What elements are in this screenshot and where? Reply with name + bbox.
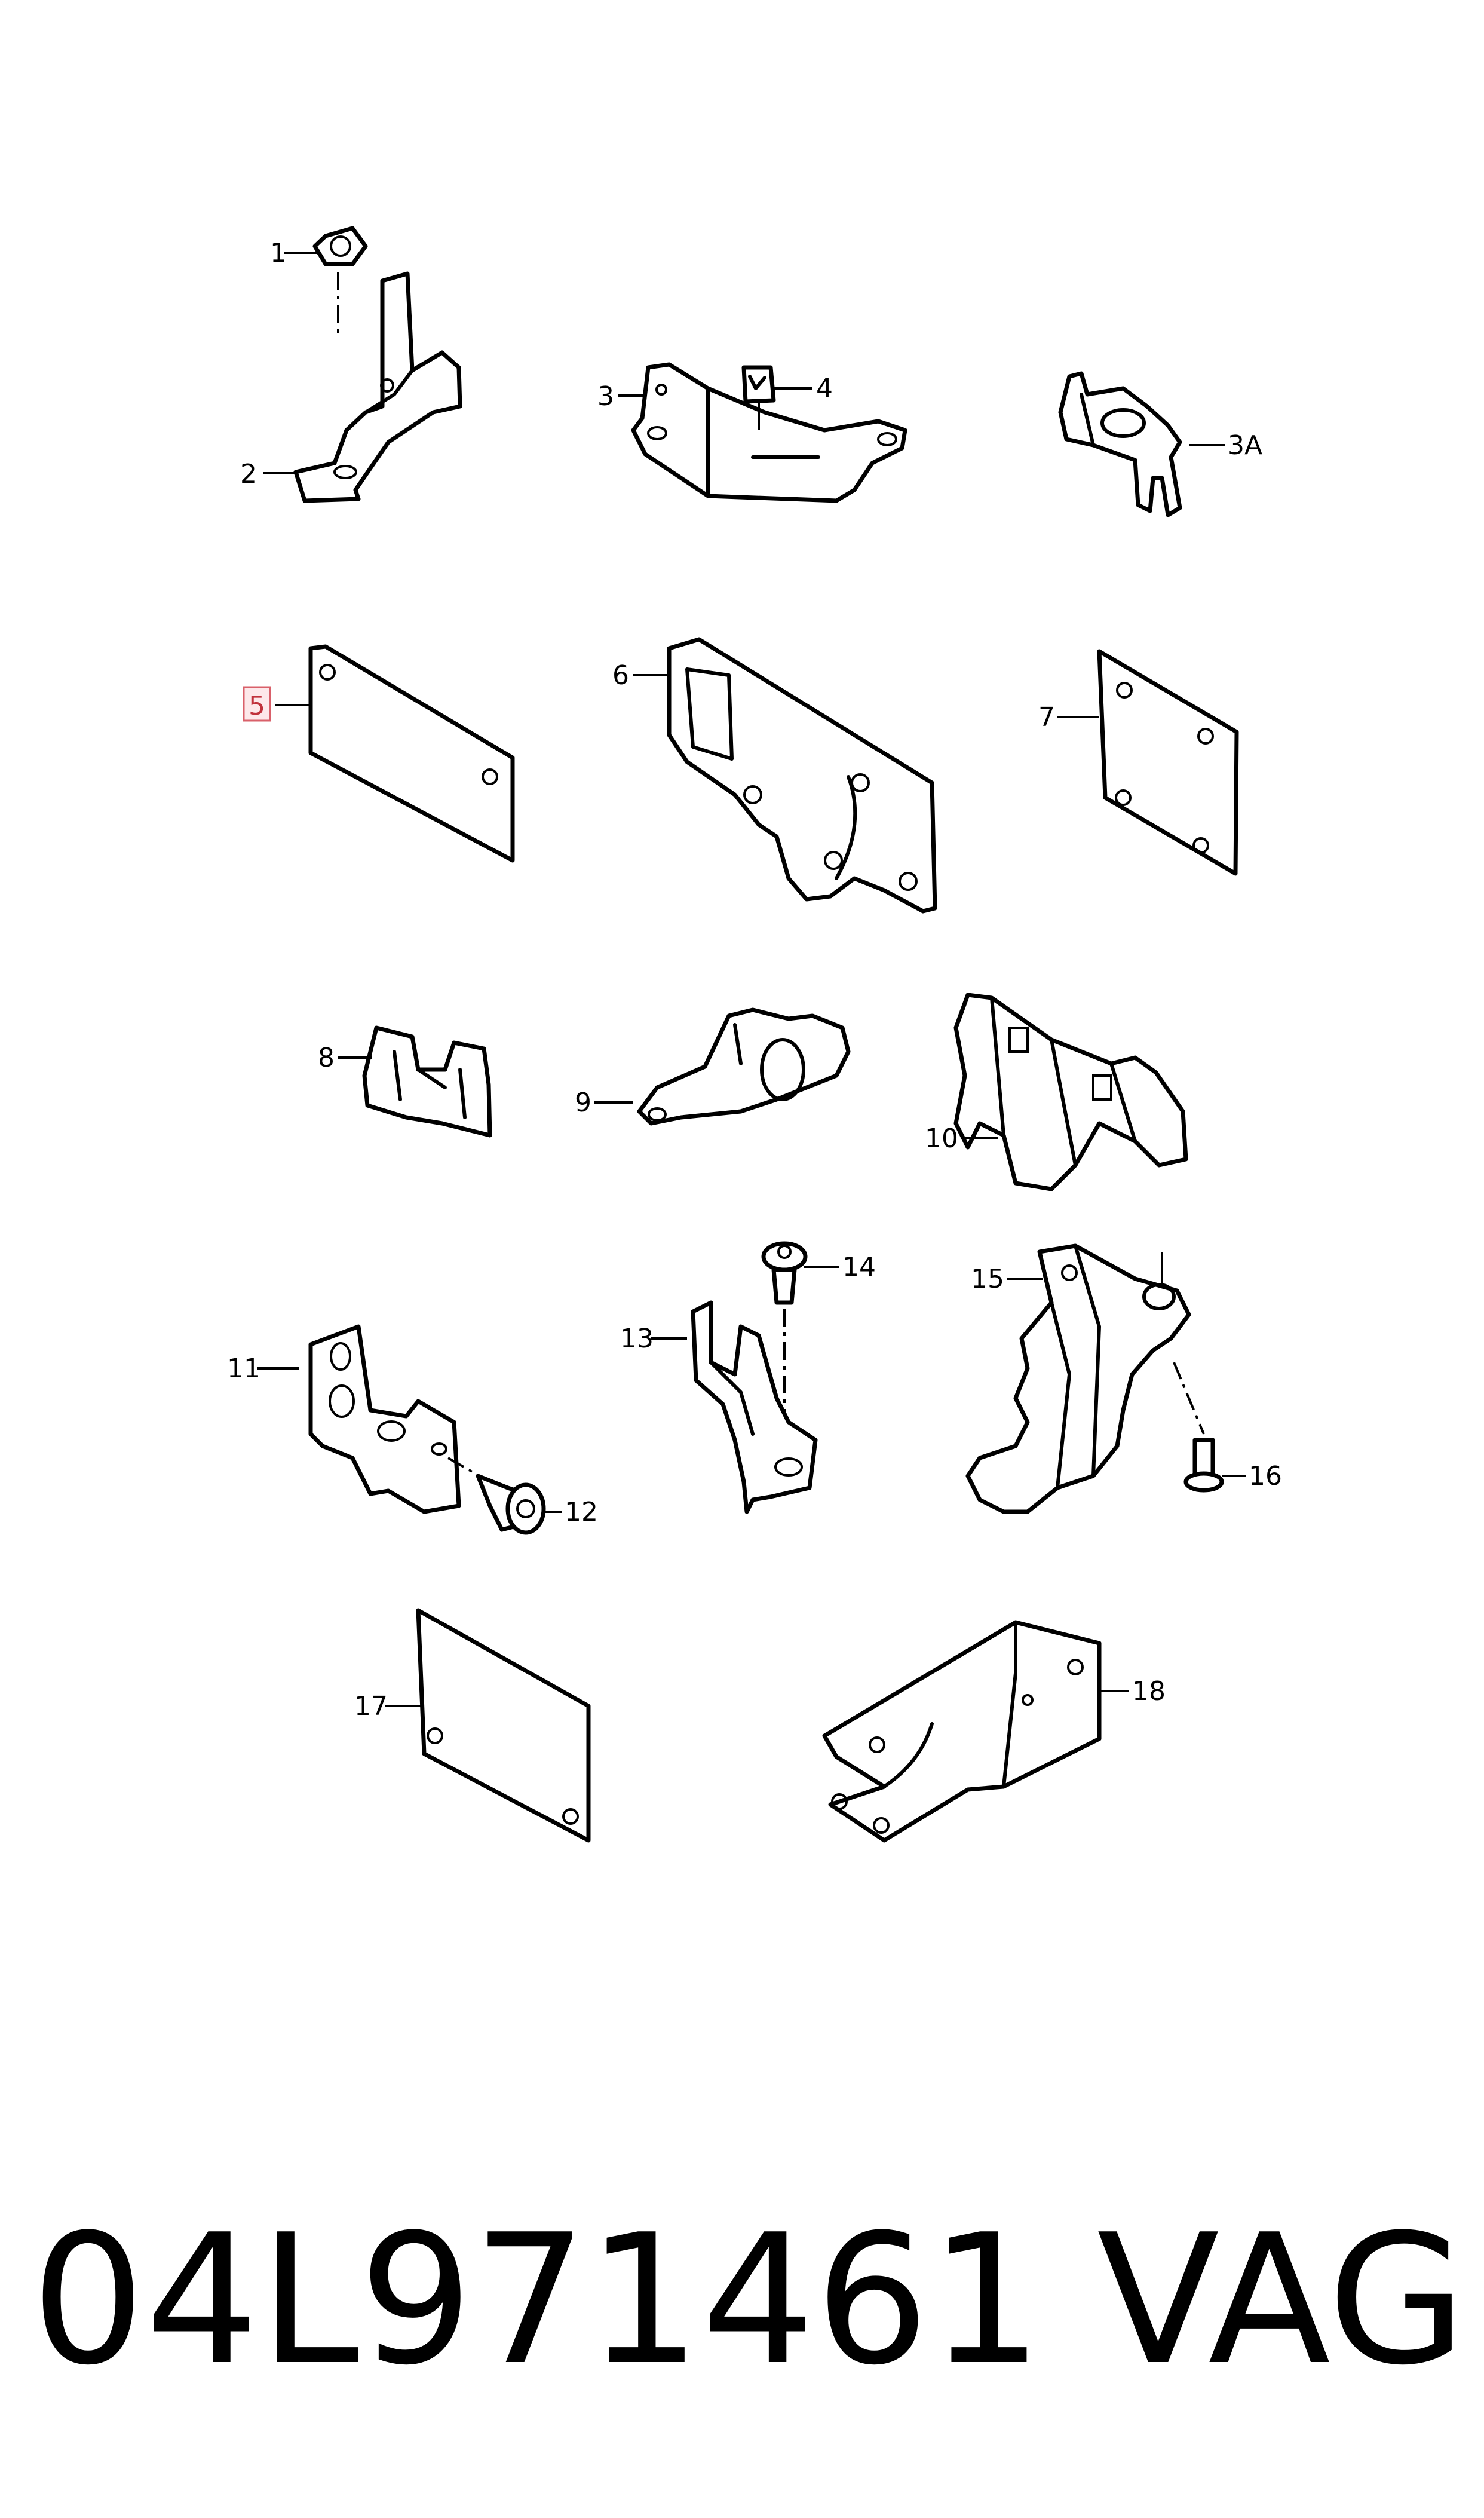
label-part-11: 11: [227, 1353, 260, 1384]
part-10-carrier: [953, 993, 1188, 1191]
label-part-6: 6: [612, 660, 629, 691]
part-13-bracket: [691, 1300, 818, 1514]
label-part-12: 12: [565, 1497, 598, 1527]
label-part-18: 18: [1132, 1676, 1166, 1707]
part-3-bracket: [631, 362, 907, 503]
part-11-bracket: [308, 1324, 461, 1514]
label-part-3a: 3A: [1228, 430, 1262, 461]
part-9-clip: [637, 1007, 851, 1126]
part-4-clip: [741, 365, 776, 430]
label-part-16: 16: [1249, 1461, 1282, 1491]
label-part-10: 10: [925, 1123, 958, 1154]
label-part-8: 8: [318, 1043, 335, 1073]
part-5-plate: [308, 644, 515, 863]
part-15-carrier: [965, 1243, 1191, 1514]
label-part-3: 3: [597, 381, 614, 412]
label-part-13: 13: [620, 1324, 654, 1354]
label-part-1: 1: [270, 238, 287, 268]
part-6-plate: [667, 637, 937, 914]
part-12-bolt: [476, 1474, 546, 1535]
label-part-4: 4: [816, 373, 833, 404]
label-part-17: 17: [354, 1691, 388, 1721]
part-14-screw: [761, 1241, 808, 1305]
part-2-bracket: [293, 271, 462, 503]
part-16-screw: [1183, 1438, 1224, 1493]
part-17-plate: [416, 1608, 591, 1843]
leader-lines: [257, 252, 1246, 1707]
part-1-nut: [312, 226, 368, 266]
label-part-5-highlight: [243, 686, 271, 722]
brand-name: VAG: [1097, 2196, 1467, 2404]
part-number: 04L971461: [31, 2196, 1044, 2404]
part-18-shield: [822, 1620, 1102, 1843]
part-7-plate: [1097, 649, 1239, 876]
label-part-14: 14: [842, 1252, 876, 1282]
label-part-9: 9: [575, 1088, 591, 1118]
label-part-15: 15: [971, 1264, 1004, 1294]
label-part-2: 2: [240, 459, 257, 489]
part-3a-bracket: [1058, 371, 1182, 517]
part-16-axis: [1173, 1362, 1205, 1435]
label-part-5: 5: [249, 691, 265, 721]
label-part-7: 7: [1038, 702, 1055, 733]
part-8-clip: [362, 1025, 492, 1138]
